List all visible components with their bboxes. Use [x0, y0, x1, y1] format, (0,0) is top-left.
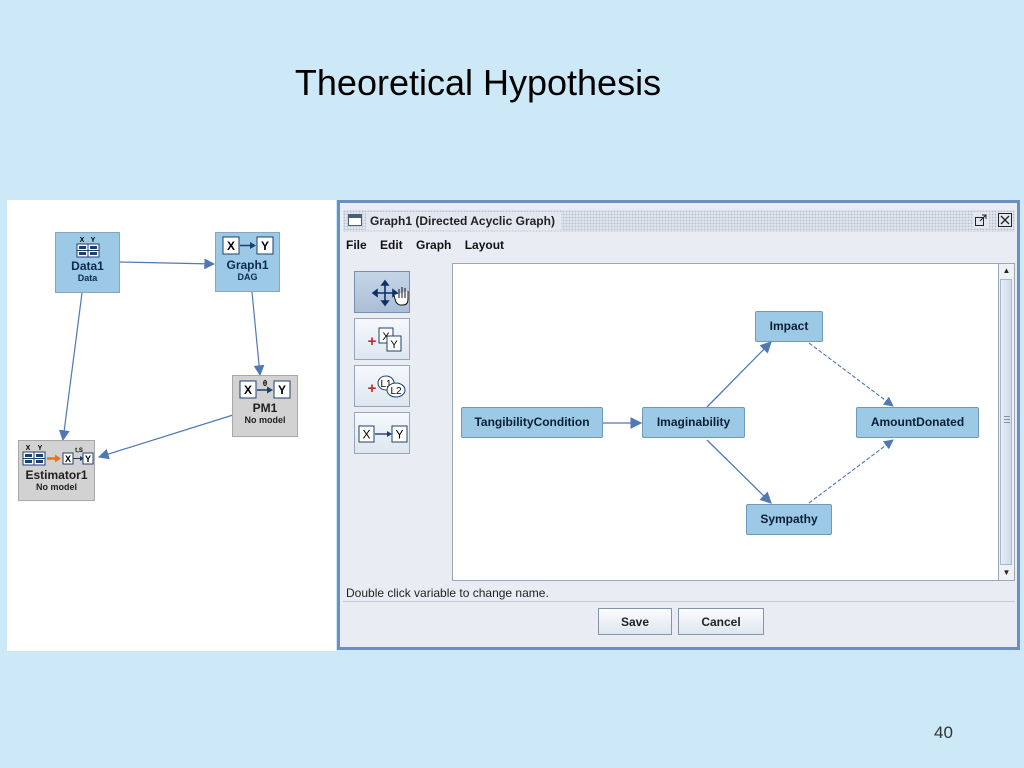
svg-text:t,S: t,S — [75, 448, 83, 454]
divider — [343, 601, 1015, 602]
add-variable-tool[interactable]: + X Y — [354, 318, 410, 360]
svg-text:X: X — [79, 237, 84, 244]
graph-editor-window: Graph1 (Directed Acyclic Graph) File Edi… — [337, 200, 1020, 650]
restore-icon[interactable] — [973, 212, 989, 228]
move-hand-icon — [371, 279, 409, 307]
svg-text:Y: Y — [37, 445, 42, 452]
grip-icon — [1004, 416, 1010, 423]
estimator-icon: X Y X t,S Y — [22, 445, 93, 466]
graph-node-amount-donated[interactable]: AmountDonated — [856, 407, 979, 438]
graph-node-tangibility-condition[interactable]: TangibilityCondition — [461, 407, 603, 438]
svg-text:Y: Y — [390, 339, 398, 351]
session-node-type: No model — [244, 415, 286, 425]
svg-text:Y: Y — [90, 237, 95, 244]
svg-text:Y: Y — [395, 428, 403, 442]
svg-text:L1: L1 — [380, 379, 392, 390]
svg-text:θ: θ — [263, 379, 267, 388]
move-tool[interactable] — [354, 271, 410, 313]
window-title: Graph1 (Directed Acyclic Graph) — [366, 212, 561, 230]
graph-canvas[interactable]: TangibilityCondition Imaginability Impac… — [452, 263, 999, 581]
edge-imaginability-sympathy — [706, 439, 772, 504]
graph-node-impact[interactable]: Impact — [755, 311, 823, 342]
slide-number: 40 — [934, 723, 953, 742]
session-workflow-panel: X Y Data1 Data X Y Graph1 DAG X θ — [7, 200, 336, 651]
svg-text:X: X — [64, 454, 70, 464]
menu-layout[interactable]: Layout — [464, 238, 505, 252]
add-variable-icon: + X Y — [368, 327, 402, 352]
menubar: File Edit Graph Layout — [346, 238, 514, 256]
svg-text:X: X — [382, 331, 390, 343]
session-node-name: Data1 — [71, 259, 104, 273]
add-latent-tool[interactable]: + L1 L2 — [354, 365, 410, 407]
session-node-type: No model — [35, 482, 77, 492]
menu-file[interactable]: File — [346, 238, 367, 252]
directed-edge-icon: X Y — [358, 425, 408, 443]
status-text: Double click variable to change name. — [346, 586, 549, 600]
svg-text:+: + — [368, 333, 377, 350]
window-app-icon — [348, 214, 362, 226]
close-icon[interactable] — [997, 212, 1013, 228]
x-theta-y-icon: X θ Y — [239, 379, 291, 399]
svg-text:Y: Y — [84, 454, 90, 464]
svg-text:+: + — [368, 380, 377, 397]
tool-palette: + X Y + L1 L2 X Y — [354, 271, 412, 459]
graph-node-sympathy[interactable]: Sympathy — [746, 504, 832, 535]
session-node-type: Data — [77, 273, 98, 283]
svg-text:X: X — [226, 239, 234, 253]
session-node-type: DAG — [237, 272, 258, 282]
graph-edges — [603, 341, 894, 504]
svg-text:Y: Y — [278, 383, 286, 397]
edge-graph1-pm1 — [251, 291, 265, 377]
scroll-up-icon[interactable]: ▲ — [1002, 266, 1011, 275]
add-latent-icon: + L1 L2 — [368, 375, 406, 398]
edge-impact-amountdonated — [808, 342, 894, 407]
svg-text:X: X — [244, 383, 252, 397]
menu-edit[interactable]: Edit — [380, 238, 403, 252]
window-titlebar[interactable]: Graph1 (Directed Acyclic Graph) — [343, 210, 1015, 232]
svg-text:X: X — [362, 428, 370, 442]
session-node-name: Graph1 — [226, 258, 269, 272]
svg-text:L2: L2 — [390, 386, 402, 397]
session-node-pm1[interactable]: X θ Y PM1 No model — [232, 375, 298, 437]
session-node-data1[interactable]: X Y Data1 Data — [55, 232, 120, 293]
edge-imaginability-impact — [706, 341, 772, 408]
x-arrow-y-icon: X Y — [222, 236, 273, 255]
edge-sympathy-amountdonated — [808, 439, 894, 504]
session-edges — [58, 258, 265, 460]
svg-text:Y: Y — [260, 239, 268, 253]
session-node-name: Estimator1 — [25, 468, 88, 482]
data-table-icon: X Y — [76, 237, 99, 258]
scroll-down-icon[interactable]: ▼ — [1002, 568, 1011, 577]
session-node-name: PM1 — [252, 401, 278, 415]
canvas-vertical-scrollbar[interactable]: ▲ ▼ — [999, 263, 1015, 581]
edge-data1-estimator1 — [58, 292, 83, 442]
svg-text:X: X — [25, 445, 30, 452]
session-node-estimator1[interactable]: X Y X t,S Y Estimator1 No model — [18, 440, 95, 501]
edge-pm1-estimator1 — [97, 414, 234, 460]
add-edge-tool[interactable]: X Y — [354, 412, 410, 454]
edge-data1-graph1 — [119, 258, 216, 270]
slide-title: Theoretical Hypothesis — [294, 62, 662, 103]
menu-graph[interactable]: Graph — [416, 238, 452, 252]
cancel-button[interactable]: Cancel — [678, 608, 764, 635]
session-node-graph1[interactable]: X Y Graph1 DAG — [215, 232, 280, 292]
scroll-thumb[interactable] — [1000, 279, 1012, 565]
save-button[interactable]: Save — [598, 608, 672, 635]
graph-node-imaginability[interactable]: Imaginability — [642, 407, 745, 438]
